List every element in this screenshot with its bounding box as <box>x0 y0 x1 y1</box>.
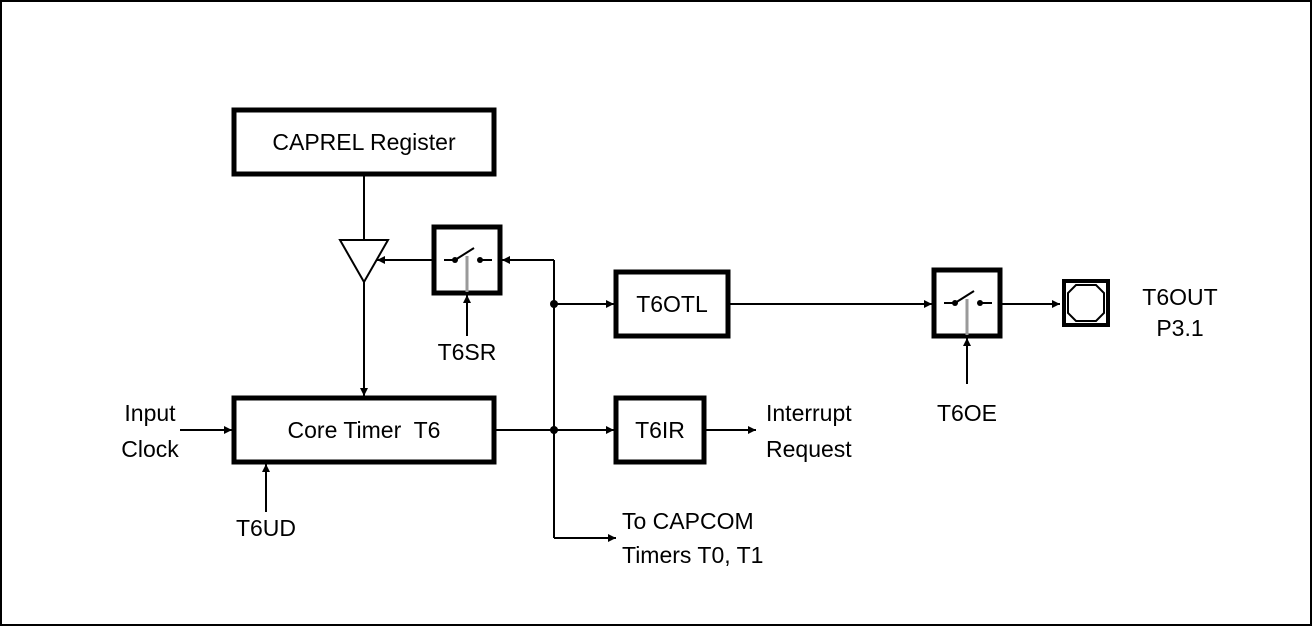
t6sr-switch <box>431 224 503 296</box>
reload-buffer-triangle <box>338 239 390 285</box>
caprel-register-label: CAPREL Register <box>272 129 456 155</box>
output-pin-icon <box>1062 279 1110 327</box>
clock-label: Clock <box>121 436 179 462</box>
t6oe-switch <box>931 267 1003 339</box>
p31-label: P3.1 <box>1156 315 1203 341</box>
t6out-label: T6OUT <box>1142 284 1217 310</box>
core-timer-label: Core Timer T6 <box>288 417 441 443</box>
request-label: Request <box>766 436 852 462</box>
t6otl-block: T6OTL <box>613 269 731 339</box>
core-timer-block: Core Timer T6 <box>231 395 497 465</box>
t6ir-block: T6IR <box>613 395 707 465</box>
t6oe-label: T6OE <box>937 400 997 426</box>
t6ir-label: T6IR <box>635 417 685 443</box>
t6otl-label: T6OTL <box>636 291 708 317</box>
caprel-register-block: CAPREL Register <box>231 107 497 177</box>
to-capcom-label: To CAPCOM <box>622 508 754 534</box>
t6ud-label: T6UD <box>236 515 296 541</box>
interrupt-label: Interrupt <box>766 400 852 426</box>
input-label: Input <box>124 400 176 426</box>
timers-t0-t1-label: Timers T0, T1 <box>622 542 763 568</box>
t6sr-label: T6SR <box>438 339 497 365</box>
